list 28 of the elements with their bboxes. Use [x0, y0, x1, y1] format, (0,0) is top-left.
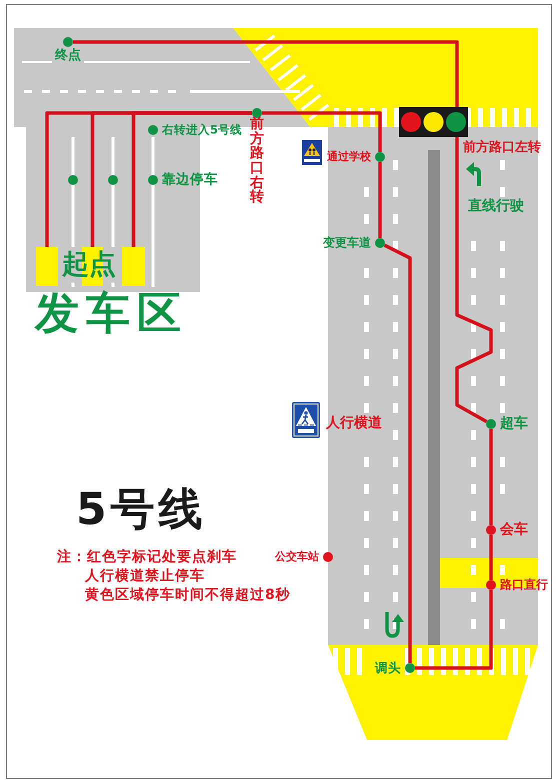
start-position-block — [122, 247, 145, 286]
instruction-label: 直线行驶 — [468, 199, 524, 214]
route-title: 5号线 — [76, 486, 207, 534]
crosswalk-label: 人行横道 — [326, 416, 382, 432]
waypoint-label: 靠边停车 — [162, 172, 218, 188]
area-heading: 发车区 — [35, 290, 188, 338]
route-line — [489, 429, 493, 525]
route-line — [384, 244, 412, 663]
start-position-block — [36, 247, 58, 286]
waypoint-label: 变更车道 — [323, 236, 371, 250]
route-line — [73, 40, 493, 424]
waypoint-label: 会车 — [500, 522, 528, 538]
note-text: 人行横道禁止停车 — [85, 569, 205, 584]
route-line — [262, 111, 382, 152]
waypoint-label: 超车 — [500, 416, 528, 432]
waypoint-label: 右转进入5号线 — [162, 124, 242, 136]
route-line — [415, 590, 493, 670]
note-text: 黄色区域停车时间不得超过8秒 — [85, 588, 291, 604]
waypoint-label: 终点 — [55, 49, 81, 64]
route-line — [378, 162, 382, 238]
route-line — [132, 111, 252, 247]
waypoint-label: 公交车站 — [275, 550, 319, 564]
route-line — [489, 535, 493, 580]
waypoint-label: 调头 — [375, 661, 401, 675]
waypoint-label: 通过学校 — [327, 150, 371, 164]
note-text: 注：红色字标记处要点刹车 — [57, 550, 237, 566]
waypoint-label: 前方路口右转 — [249, 117, 265, 206]
instruction-label: 前方路口左转 — [463, 141, 541, 156]
